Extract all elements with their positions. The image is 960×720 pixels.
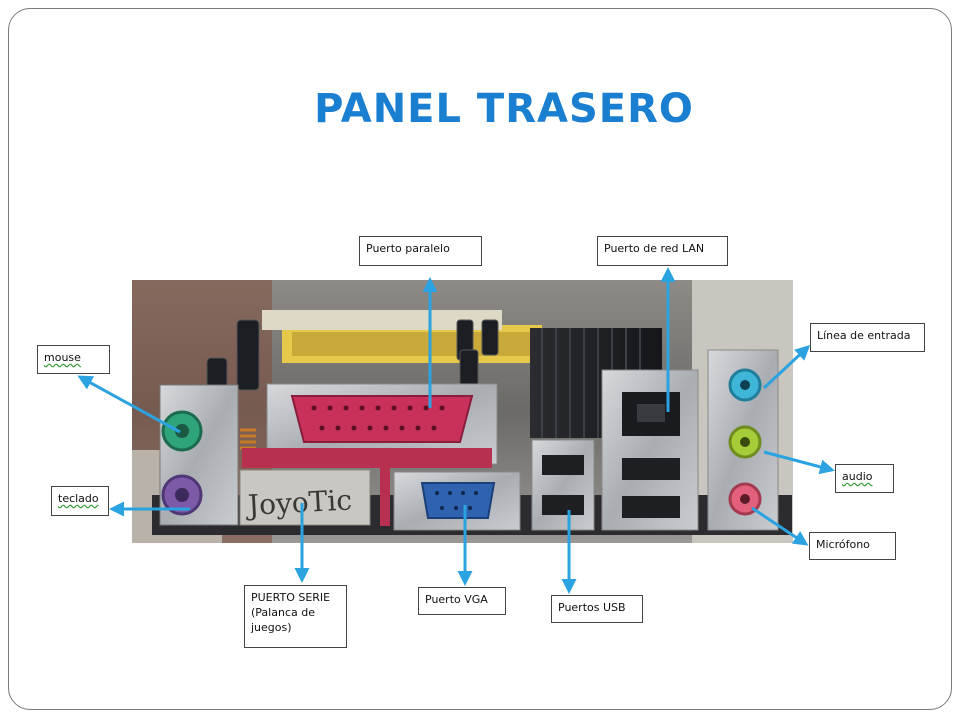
label-puertos-usb: Puertos USB [551, 595, 643, 623]
label-microfono: Micrófono [809, 532, 896, 560]
motherboard-rear-panel-photo: JoyoTic [132, 280, 793, 543]
label-mouse: mouse [37, 345, 110, 374]
label-puerto-red-lan: Puerto de red LAN [597, 236, 728, 266]
handwritten-joystick-label: JoyoTic [244, 483, 353, 522]
label-teclado: teclado [51, 486, 109, 516]
label-puerto-serie: PUERTO SERIE (Palanca de juegos) [244, 585, 347, 648]
label-puerto-paralelo: Puerto paralelo [359, 236, 482, 266]
label-linea-entrada: Línea de entrada [810, 323, 925, 352]
label-audio: audio [835, 464, 894, 493]
label-puerto-vga: Puerto VGA [418, 587, 506, 615]
slide-title: PANEL TRASERO [314, 86, 694, 132]
